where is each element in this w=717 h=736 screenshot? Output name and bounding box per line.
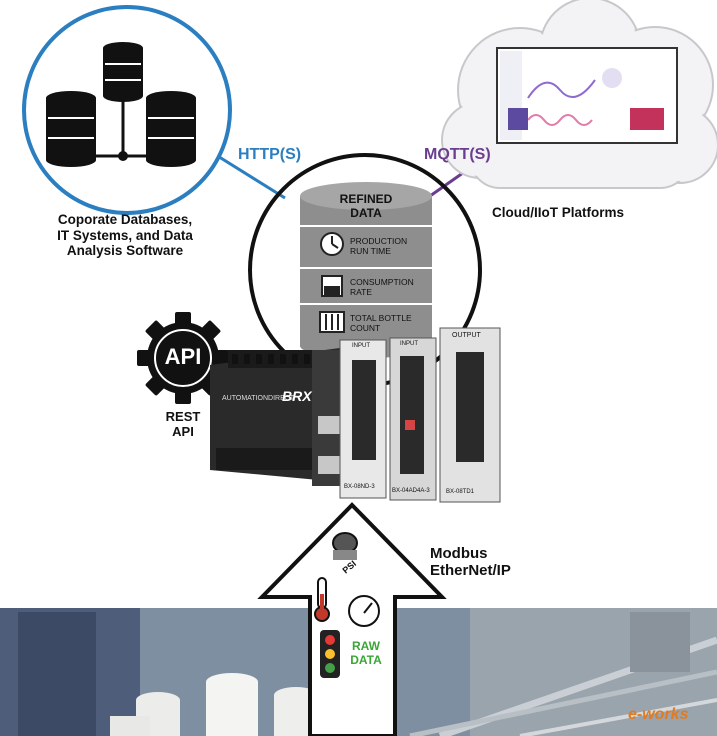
traffic-light-icon	[320, 630, 340, 678]
plc-brand: AUTOMATIONDIRECT	[222, 395, 295, 402]
refined-data-title-line: DATA	[350, 205, 382, 220]
protocol-labels: Modbus EtherNet/IP	[430, 545, 511, 580]
module-top-label: INPUT	[400, 341, 418, 347]
rest-api-caption: REST API	[156, 409, 210, 440]
clock-icon	[320, 232, 344, 256]
raw-data-line: DATA	[350, 652, 382, 667]
database-icon	[46, 42, 196, 167]
gauge-icon	[348, 595, 380, 627]
api-gear-icon	[137, 312, 229, 404]
upward-arrow	[257, 502, 447, 736]
http-connection-line	[207, 148, 286, 200]
beaker-icon	[321, 275, 343, 297]
refined-data-cylinder	[300, 182, 432, 358]
mqtt-label: MQTT(S)	[424, 146, 491, 163]
raw-data-line: RAW	[352, 639, 380, 653]
refined-item-consumption: CONSUMPTION RATE	[350, 277, 414, 298]
modbus-label: Modbus	[430, 545, 488, 562]
refined-item-line: CONSUMPTION	[350, 277, 414, 287]
rest-api-caption-line: REST	[165, 409, 201, 424]
database-caption-line: IT Systems, and Data	[57, 227, 193, 243]
dashboard-monitor-icon	[496, 47, 678, 144]
database-circle	[22, 5, 232, 215]
refined-data-title: REFINED DATA	[326, 192, 406, 221]
raw-data-label: RAW DATA	[346, 639, 386, 668]
plc-model-badge: BRX	[282, 388, 312, 404]
watermark: e-works	[628, 706, 689, 723]
module-bottom-label: BX-08ND-3	[344, 484, 375, 490]
refined-item-line: RUN TIME	[350, 245, 391, 256]
api-gear-text: API	[164, 344, 202, 369]
rest-api-caption-line: API	[172, 423, 194, 439]
pressure-sensor-icon	[332, 532, 358, 560]
brx-plc-device	[210, 327, 501, 503]
database-caption-line: Analysis Software	[66, 243, 184, 259]
refined-data-title-line: REFINED	[339, 192, 393, 206]
http-label: HTTP(S)	[238, 146, 302, 163]
module-top-label: OUTPUT	[452, 332, 481, 339]
module-top-label: INPUT	[352, 343, 370, 349]
refined-item-bottle-count: TOTAL BOTTLE COUNT	[350, 313, 412, 334]
cloud-caption: Cloud/IIoT Platforms	[492, 205, 625, 220]
database-caption: Coporate Databases, IT Systems, and Data…	[15, 212, 235, 259]
refined-item-line: PRODUCTION	[350, 236, 408, 246]
thermometer-icon	[314, 577, 330, 622]
refined-item-production: PRODUCTION RUN TIME	[350, 236, 408, 257]
refined-item-line: RATE	[350, 286, 373, 297]
database-caption-line: Coporate Databases,	[57, 212, 193, 227]
refined-item-line: TOTAL BOTTLE	[350, 313, 412, 323]
refined-item-line: COUNT	[350, 322, 381, 333]
cloud-platform	[441, 0, 717, 189]
module-bottom-label: BX-04AD4A-3	[392, 488, 430, 494]
module-bottom-label: BX-08TD1	[446, 489, 475, 495]
ethernet-ip-label: EtherNet/IP	[430, 562, 511, 580]
counter-icon	[319, 311, 345, 333]
